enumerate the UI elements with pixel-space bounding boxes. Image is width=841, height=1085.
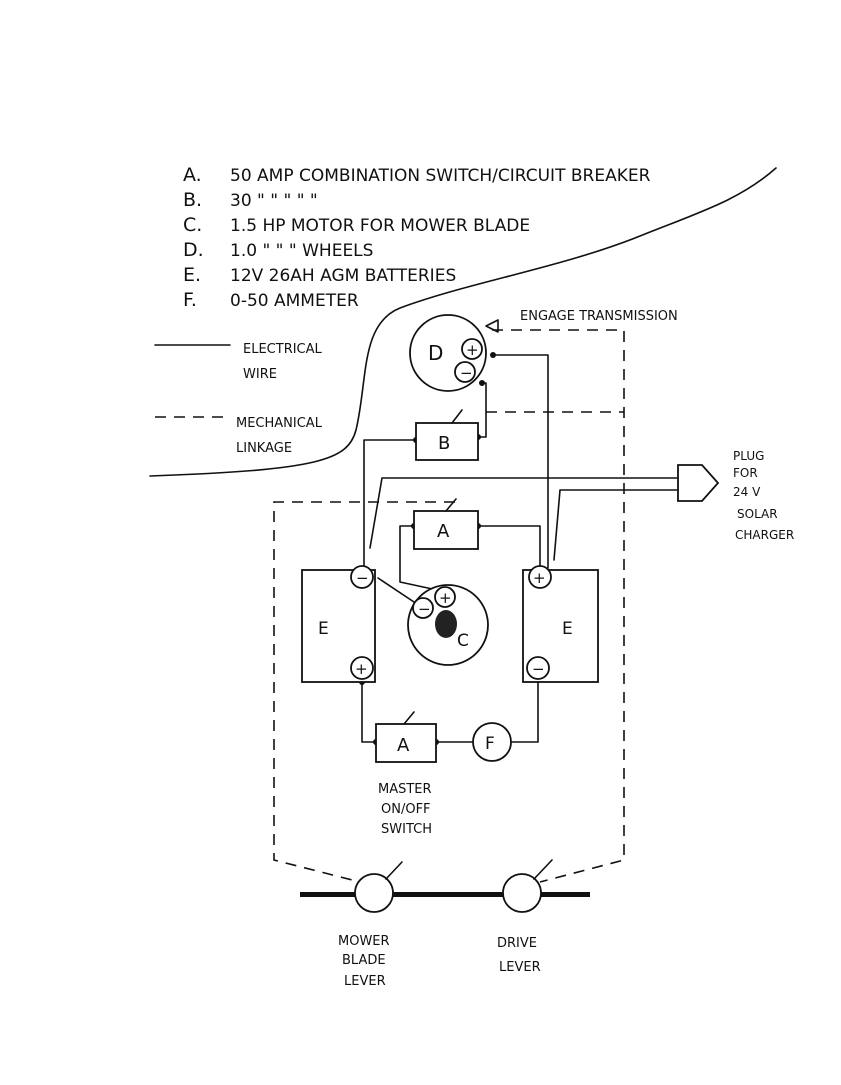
plug-label-5: CHARGER (735, 528, 794, 542)
battery-left-plus: + (355, 660, 368, 678)
master-caption-3: SWITCH (381, 822, 432, 837)
plug-label-1: PLUG (733, 449, 764, 463)
battery-left-minus: − (356, 569, 369, 587)
lever-assembly (300, 859, 590, 913)
legend-text-d: 1.0 " " " WHEELS (230, 241, 373, 261)
motor-c-hatch (435, 610, 457, 638)
engage-transmission-label: ENGAGE TRANSMISSION (520, 309, 678, 324)
key-linkage-label: LINKAGE (236, 441, 292, 456)
motor-d-plus: + (466, 341, 479, 359)
switch-a-top-label: A (437, 521, 450, 542)
drive-lever-caption-1: DRIVE (497, 936, 537, 951)
separator-line (149, 167, 777, 477)
legend-letter-e: E. (183, 264, 201, 286)
key-electrical-label: ELECTRICAL (243, 342, 323, 357)
drive-linkage (492, 329, 625, 883)
legend-letter-f: F. (183, 289, 197, 311)
mower-blade-lever-knob (354, 873, 394, 913)
ammeter-f: F (472, 722, 512, 762)
motor-c-label: C (457, 631, 469, 651)
legend-text-a: 50 AMP COMBINATION SWITCH/CIRCUIT BREAKE… (230, 166, 651, 186)
plug-label-2: FOR (733, 466, 758, 480)
master-caption-1: MASTER (378, 782, 432, 797)
drive-lever-knob (502, 873, 542, 913)
plug-label-4: SOLAR (737, 507, 778, 521)
ammeter-f-label: F (485, 734, 495, 754)
motor-d-minus: − (460, 364, 473, 382)
arrow-icon (485, 319, 499, 333)
key-wire-label: WIRE (243, 367, 277, 382)
motor-c: C + − (407, 584, 489, 666)
legend-letter-b: B. (183, 189, 202, 211)
plug-label-3: 24 V (733, 485, 761, 499)
legend-text-b: 30 " " " " " (230, 191, 318, 211)
mower-lever-caption-3: LEVER (344, 974, 386, 989)
electrical-wires (361, 354, 679, 743)
motor-d-label: D (428, 341, 443, 365)
solar-plug: PLUG FOR 24 V SOLAR CHARGER (677, 449, 794, 542)
mower-lever-caption-1: MOWER (338, 934, 390, 949)
battery-right-label: E (562, 619, 573, 639)
line-key: ELECTRICAL WIRE MECHANICAL LINKAGE (154, 342, 323, 456)
master-switch-a: A (375, 711, 437, 763)
legend-letter-c: C. (183, 214, 202, 236)
master-caption-2: ON/OFF (381, 802, 431, 817)
key-mechanical-label: MECHANICAL (236, 416, 323, 431)
battery-e-left: E − + (301, 565, 376, 683)
breaker-b: B (415, 409, 479, 461)
battery-e-right: E + − (522, 565, 599, 683)
breaker-b-label: B (438, 433, 450, 454)
legend-letter-d: D. (183, 239, 204, 261)
master-switch-label: A (397, 735, 410, 756)
legend-text-f: 0-50 AMMETER (230, 291, 359, 311)
switch-a-top: A (413, 498, 479, 550)
motor-d: D + − (409, 314, 499, 392)
legend-text-e: 12V 26AH AGM BATTERIES (230, 266, 456, 286)
mower-lever-caption-2: BLADE (342, 953, 386, 968)
battery-right-plus: + (533, 569, 546, 587)
component-legend: A. 50 AMP COMBINATION SWITCH/CIRCUIT BRE… (183, 164, 651, 311)
legend-text-c: 1.5 HP MOTOR FOR MOWER BLADE (230, 216, 530, 236)
battery-left-label: E (318, 619, 329, 639)
motor-c-plus: + (439, 589, 452, 607)
motor-c-minus: − (418, 600, 431, 618)
battery-right-minus: − (532, 660, 545, 678)
lever-base-bar (300, 892, 590, 897)
drive-lever-caption-2: LEVER (499, 960, 541, 975)
legend-letter-a: A. (183, 164, 202, 186)
